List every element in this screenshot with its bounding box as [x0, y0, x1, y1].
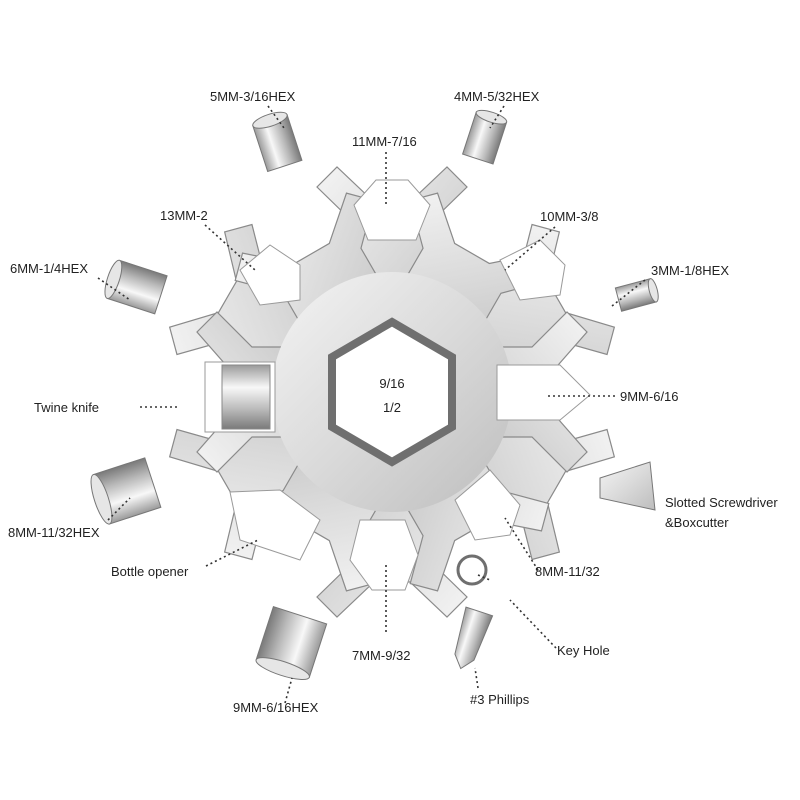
label-8mm-wrench: 8MM-11/32: [535, 564, 600, 579]
leader-lines: [97, 105, 646, 704]
slot-11mm: [353, 179, 431, 241]
center-size-top: 9/16: [379, 376, 404, 391]
slot-9mm: [496, 364, 591, 421]
tool-body: [168, 166, 616, 618]
center-size-bottom: 1/2: [383, 400, 401, 415]
label-4mm-hex: 4MM-5/32HEX: [454, 89, 540, 104]
label-10mm-wrench: 10MM-3/8: [540, 209, 599, 224]
label-5mm-hex: 5MM-3/16HEX: [210, 89, 296, 104]
label-13mm-wrench: 13MM-2: [160, 208, 208, 223]
label-phillips: #3 Phillips: [470, 692, 530, 707]
phillips-bit: [454, 606, 494, 670]
label-slotted-screwdriver: Slotted Screwdriver: [665, 495, 778, 510]
label-3mm-hex: 3MM-1/8HEX: [651, 263, 729, 278]
label-7mm-wrench: 7MM-9/32: [352, 648, 411, 663]
slot-7mm: [349, 519, 419, 591]
hex-bit-9mm: [255, 605, 328, 680]
bottle-opener-slot: [229, 489, 321, 561]
hex-bit-8mm: [90, 457, 162, 525]
label-11mm-wrench: 11MM-7/16: [352, 134, 417, 149]
label-key-hole: Key Hole: [557, 643, 610, 658]
label-6mm-hex: 6MM-1/4HEX: [10, 261, 88, 276]
hex-bit-3mm: [614, 278, 659, 312]
label-bottle-opener: Bottle opener: [111, 564, 189, 579]
hex-bit-5mm: [252, 111, 303, 173]
hex-bit-4mm: [461, 109, 508, 165]
slot-8mm: [454, 469, 521, 541]
label-boxcutter: &Boxcutter: [665, 515, 729, 530]
label-twine-knife: Twine knife: [34, 400, 99, 415]
center-hex-hole: [328, 317, 456, 467]
callout-labels: 5MM-3/16HEX 4MM-5/32HEX 11MM-7/16 13MM-2…: [8, 89, 778, 715]
label-9mm-wrench: 9MM-6/16: [620, 389, 679, 404]
key-hole: [456, 554, 488, 586]
hex-bit-6mm: [104, 259, 168, 315]
label-9mm-hex: 9MM-6/16HEX: [233, 700, 319, 715]
slotted-screwdriver-blade: [599, 461, 656, 511]
label-8mm-hex: 8MM-11/32HEX: [8, 525, 100, 540]
hex-bits: [90, 109, 659, 680]
